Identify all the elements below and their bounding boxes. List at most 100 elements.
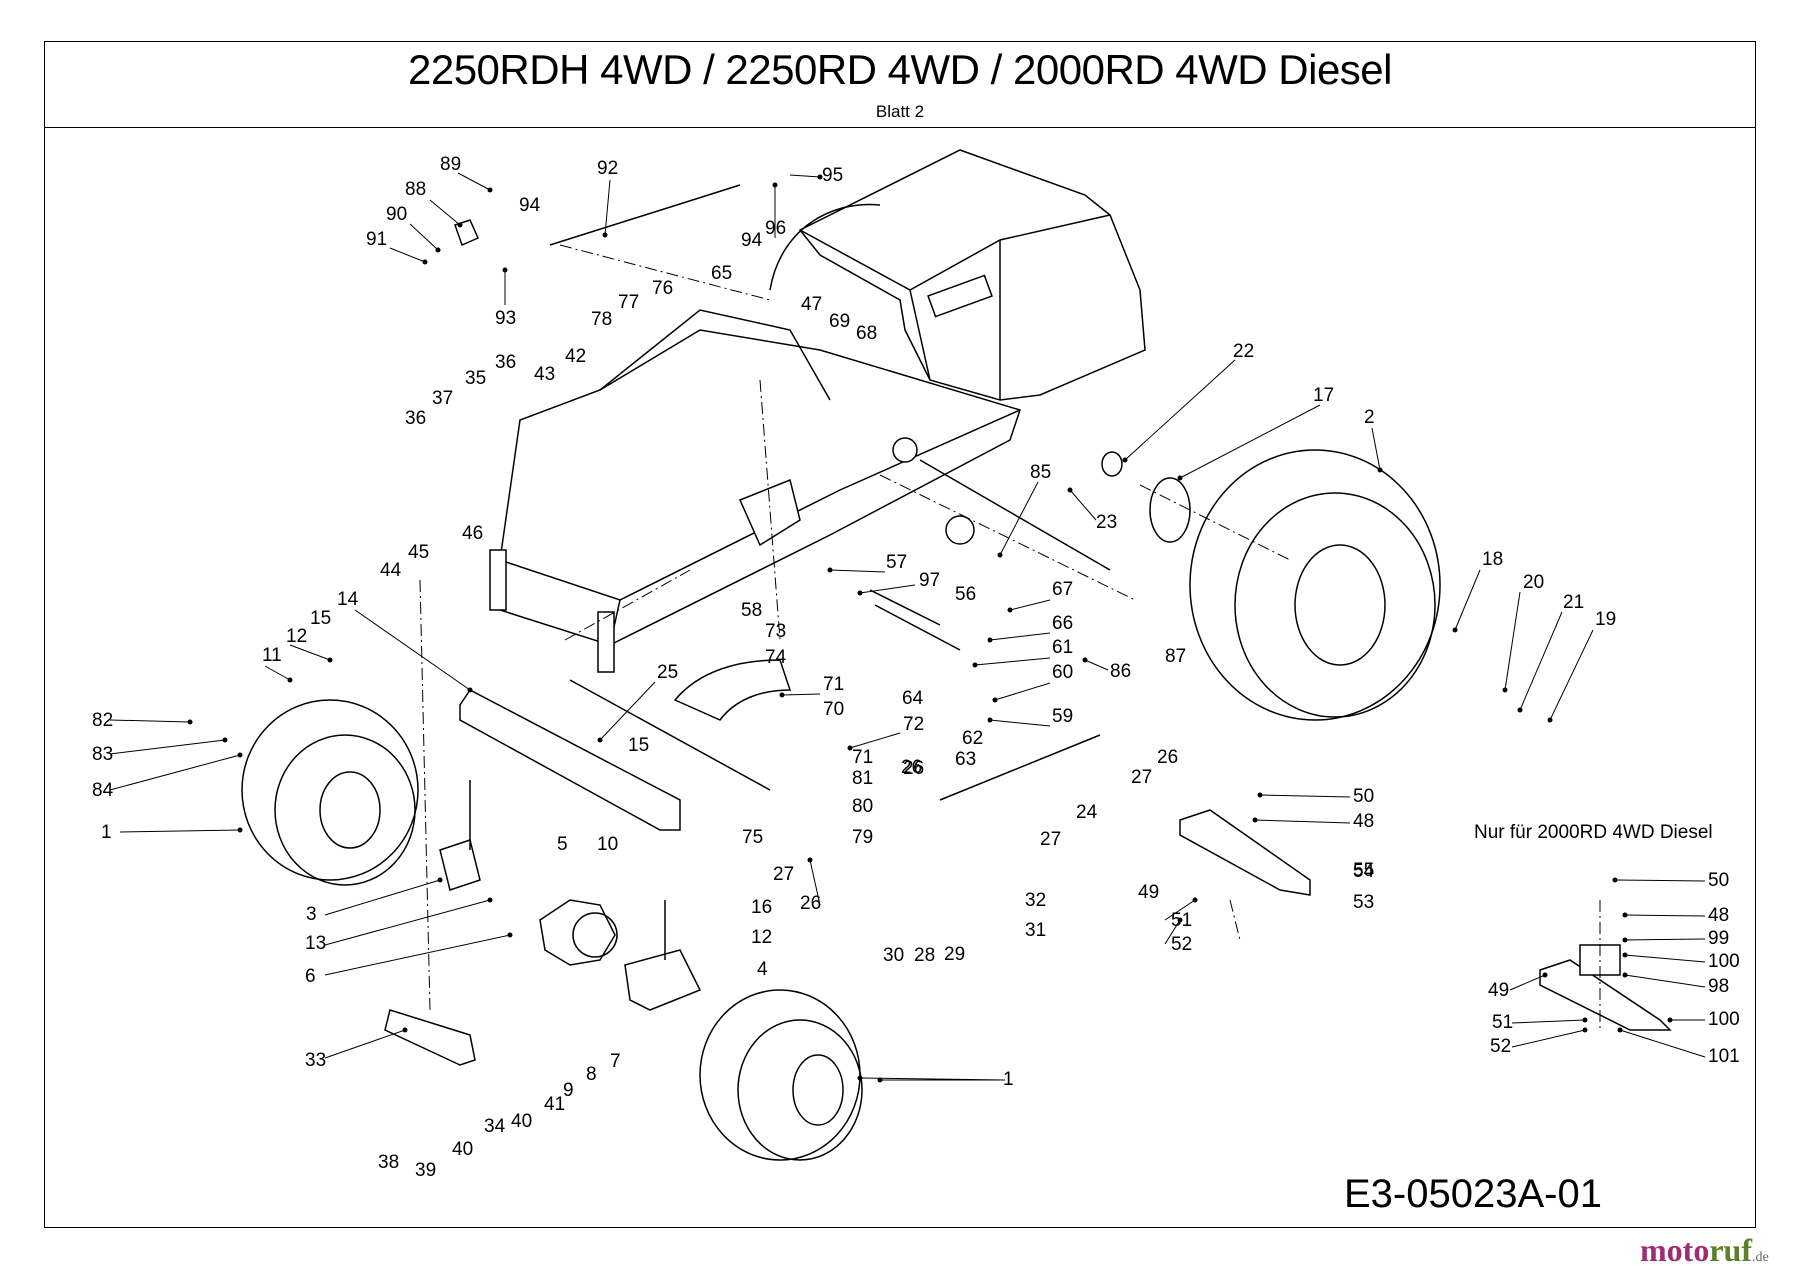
brand-suffix: .de (1751, 1250, 1769, 1265)
part-label: 87 (1165, 646, 1186, 667)
leader-line (999, 481, 1039, 556)
fastener-dot (1542, 972, 1548, 978)
rear-body-top (799, 214, 1111, 400)
fastener-dot (507, 932, 513, 938)
leader-line (1084, 659, 1109, 671)
part-label: 74 (765, 647, 787, 668)
fastener-dot (1617, 1027, 1623, 1033)
part-label: 98 (1708, 976, 1729, 997)
part-label: 1 (101, 822, 112, 843)
leader-line (1504, 591, 1521, 691)
leader-line (849, 732, 901, 749)
fastener-dot (1667, 1017, 1673, 1023)
fastener-dot (972, 662, 978, 668)
parts-artwork (241, 149, 1672, 1161)
part-label: 65 (711, 263, 732, 284)
rear-body-housing (798, 149, 1146, 401)
part-label: 49 (1488, 980, 1509, 1001)
rear-fender-arc (769, 203, 881, 291)
fastener-dot (437, 877, 443, 883)
part-label: 26 (901, 757, 922, 778)
fastener-dot (1622, 972, 1628, 978)
part-label: 47 (801, 294, 822, 315)
fastener-dot (817, 174, 823, 180)
steering-sector (673, 659, 792, 721)
part-label: 21 (1563, 592, 1584, 613)
leader-line (1509, 974, 1546, 991)
tie-rod-upper (569, 679, 771, 791)
leader-line (859, 584, 916, 594)
steering-column (869, 589, 941, 626)
drive-shaft (874, 604, 961, 651)
part-label: 78 (591, 309, 612, 330)
brand-logo: motoruf.de (1640, 1232, 1769, 1269)
part-label: 81 (852, 768, 873, 789)
fastener-dot (457, 222, 463, 228)
fastener-dot (1547, 717, 1553, 723)
part-label: 88 (405, 179, 426, 200)
part-label: 36 (405, 408, 426, 429)
part-label: 101 (1708, 1046, 1740, 1067)
leader-line (1259, 794, 1351, 798)
fastener-dot (857, 590, 863, 596)
fastener-dot (1622, 912, 1628, 918)
fastener-dot (1177, 475, 1183, 481)
part-label: 29 (944, 944, 965, 965)
part-label: 1 (1003, 1069, 1014, 1090)
fastener-dot (1192, 897, 1198, 903)
centerline (419, 579, 431, 1011)
fastener-dot (467, 687, 473, 693)
part-label: 27 (1131, 767, 1152, 788)
centerline (1139, 484, 1291, 561)
part-label: 10 (597, 834, 618, 855)
frame-rail (599, 309, 831, 401)
steering-knuckle-right (624, 949, 702, 1011)
part-label: 22 (1233, 341, 1254, 362)
part-label: 41 (544, 1094, 565, 1115)
fastener-dot (502, 267, 508, 273)
part-label: 46 (462, 523, 483, 544)
leader-line (1164, 919, 1181, 945)
fastener-dot (779, 692, 785, 698)
part-label: 97 (919, 570, 940, 591)
centerline (1229, 899, 1241, 941)
fastener-dot (1007, 607, 1013, 613)
fastener-dot (402, 1027, 408, 1033)
part-label: 20 (1523, 572, 1544, 593)
part-label: 68 (856, 323, 877, 344)
leader-line (457, 172, 491, 191)
part-label: 27 (773, 864, 794, 885)
fastener-dot (992, 697, 998, 703)
leader-line (1069, 489, 1097, 521)
part-label: 34 (484, 1116, 506, 1137)
fastener-dot (847, 745, 853, 751)
fastener-dot (1612, 877, 1618, 883)
page-title: 2250RDH 4WD / 2250RD 4WD / 2000RD 4WD Di… (407, 46, 1393, 93)
steering-knuckle-left (439, 839, 481, 891)
part-label: 40 (452, 1139, 473, 1160)
part-label: 32 (1025, 890, 1046, 911)
part-label: 27 (1040, 829, 1061, 850)
centerline (559, 244, 771, 301)
part-label: 80 (852, 796, 873, 817)
rear-axle-shaft (919, 459, 1111, 571)
leader-line (429, 199, 461, 226)
part-label: 36 (495, 352, 516, 373)
leader-line (1511, 1029, 1586, 1048)
drawing-frame: 2250RDH 4WD / 2250RD 4WD / 2000RD 4WD Di… (44, 41, 1756, 1228)
leader-line (1614, 879, 1706, 882)
bearing-hub (892, 437, 918, 463)
fastener-dot (1257, 792, 1263, 798)
fastener-dot (222, 737, 228, 743)
sheet-subtitle: Blatt 2 (875, 102, 925, 121)
part-label: 93 (495, 308, 516, 329)
part-label: 100 (1708, 951, 1740, 972)
part-label: 56 (955, 584, 976, 605)
part-label: 30 (883, 945, 904, 966)
part-label: 5 (557, 834, 568, 855)
centerline (564, 569, 691, 641)
fastener-dot (1582, 1017, 1588, 1023)
fastener-dot (1252, 817, 1258, 823)
part-label: 44 (380, 560, 402, 581)
part-label: 73 (765, 621, 786, 642)
